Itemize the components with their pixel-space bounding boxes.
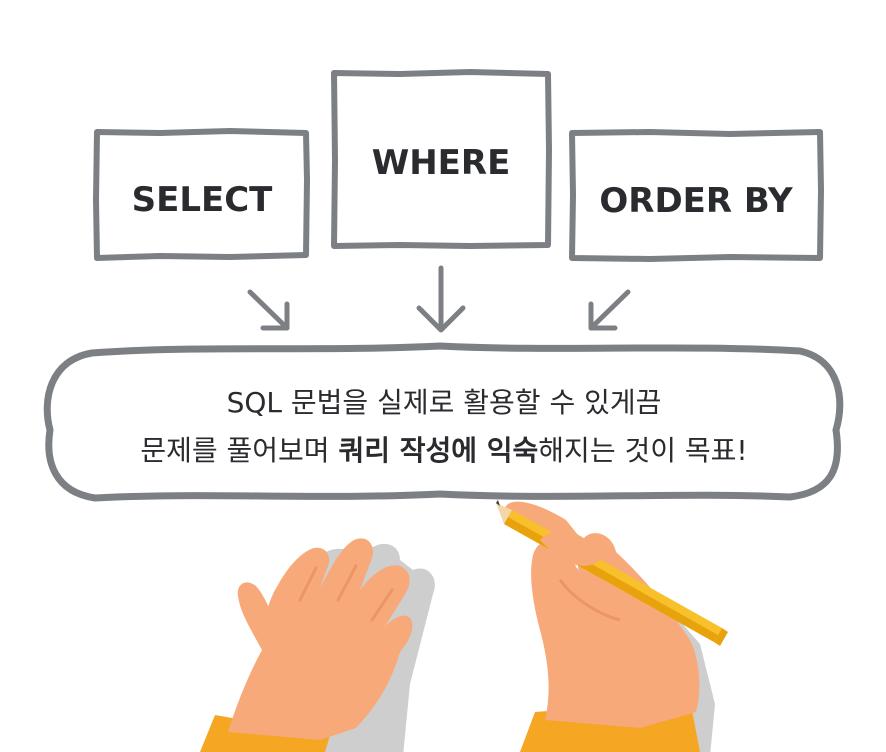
select-box: SELECT [93,128,310,261]
index-finger [540,531,600,566]
bubble-line-2-pre: 문제를 풀어보며 [140,434,338,467]
order-by-box: ORDER BY [569,129,824,262]
order-by-keyword: ORDER BY [599,181,793,221]
writing-hand-icon [504,501,715,752]
arrow-down-icon [416,265,466,333]
open-hand-icon [200,538,435,752]
bubble-line-1: SQL 문법을 실제로 활용할 수 있게끔 [227,386,662,419]
arrow-down-left-icon [588,289,631,331]
arrow-down-right-icon [247,289,290,331]
bubble-line-2-post: 해지는 것이 목표! [538,434,747,467]
bubble-line-2-bold: 쿼리 작성에 익숙 [338,434,538,467]
where-keyword: WHERE [372,143,511,183]
speech-bubble: SQL 문법을 실제로 활용할 수 있게끔 문제를 풀어보며 쿼리 작성에 익숙… [43,342,844,502]
select-keyword: SELECT [132,180,274,220]
bubble-line-2: 문제를 풀어보며 쿼리 작성에 익숙해지는 것이 목표! [140,434,747,467]
where-box: WHERE [331,69,552,249]
